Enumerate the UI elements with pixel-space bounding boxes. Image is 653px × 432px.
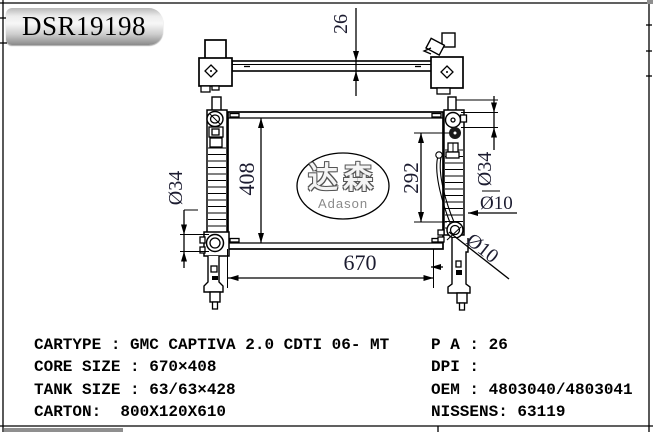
- dim-right-pipe-diameter: Ø34: [474, 151, 496, 187]
- top-view: [198, 8, 464, 96]
- spec-oem: OEM : 4803040/4803041: [431, 380, 633, 399]
- dim-right-span: 292: [399, 162, 423, 194]
- dim-core-height: 408: [234, 162, 259, 196]
- spec-column-left: CARTYPE : GMC CAPTIVA 2.0 CDTI 06- MT CO…: [34, 334, 389, 424]
- dim-left-pipe-diameter: Ø34: [165, 170, 187, 206]
- spec-tank-size: TANK SIZE : 63/63×428: [34, 380, 236, 399]
- spec-column-right: P A : 26 DPI : OEM : 4803040/4803041 NIS…: [431, 334, 633, 424]
- dim-mount-hole-diameter: Ø10: [480, 193, 513, 214]
- spec-carton: CARTON: 800X120X610: [34, 403, 227, 422]
- part-number-text: DSR19198: [22, 11, 147, 41]
- spec-pa: P A : 26: [431, 336, 508, 354]
- brand-logo-chinese: 达森: [308, 162, 378, 195]
- logo-ellipse: [296, 152, 390, 220]
- dim-depth: 26: [330, 14, 352, 34]
- dimension-lines: [180, 96, 517, 288]
- part-number-plate: DSR19198: [6, 8, 163, 45]
- spec-dpi: DPI :: [431, 358, 480, 377]
- spec-cartype: CARTYPE : GMC CAPTIVA 2.0 CDTI 06- MT: [34, 336, 390, 354]
- dim-core-width: 670: [343, 250, 377, 275]
- right-tank: [435, 96, 471, 311]
- spec-nissens: NISSENS: 63119: [431, 403, 566, 422]
- left-tank: [199, 96, 230, 310]
- brand-logo-latin: Adason: [317, 196, 369, 211]
- spec-core-size: CORE SIZE : 670×408: [34, 358, 217, 377]
